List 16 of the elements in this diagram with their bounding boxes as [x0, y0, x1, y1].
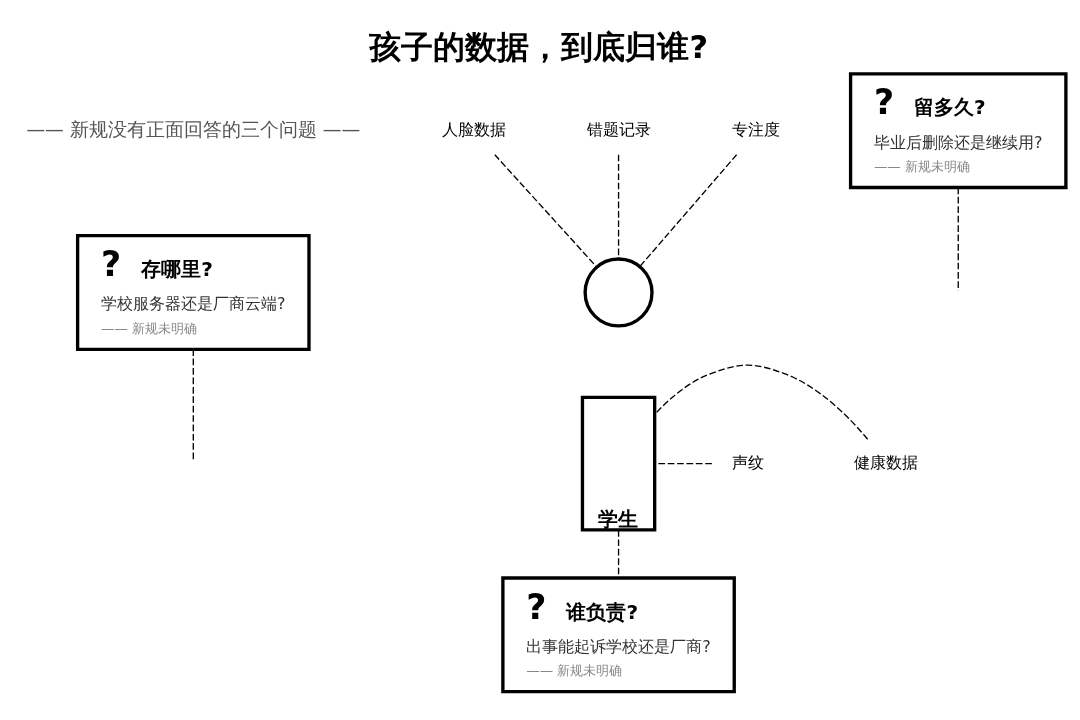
node-text: 健康数据 — [854, 452, 919, 472]
node-text: 人脸数据 — [442, 119, 507, 139]
node-text: 声纹 — [732, 452, 765, 472]
connector — [617, 154, 620, 260]
node-box: 学生 — [580, 395, 657, 532]
connector — [494, 154, 598, 268]
connector — [654, 364, 869, 440]
node-text: 专注度 — [732, 119, 781, 139]
label: —— 新规没有正面回答的三个问题 —— — [26, 118, 361, 140]
node-box: ? 谁负责? 出事能起诉学校还是厂商? —— 新规未明确 — [501, 576, 736, 694]
node-text: 错题记录 — [586, 119, 651, 139]
diagram-title: 孩子的数据，到底归谁? — [369, 28, 709, 67]
connector — [639, 154, 738, 267]
node-circle — [583, 257, 654, 328]
node-box: ? 存哪里? 学校服务器还是厂商云端? —— 新规未明确 — [75, 233, 311, 351]
node-box: ? 留多久? 毕业后删除还是继续用? —— 新规未明确 — [848, 72, 1068, 190]
